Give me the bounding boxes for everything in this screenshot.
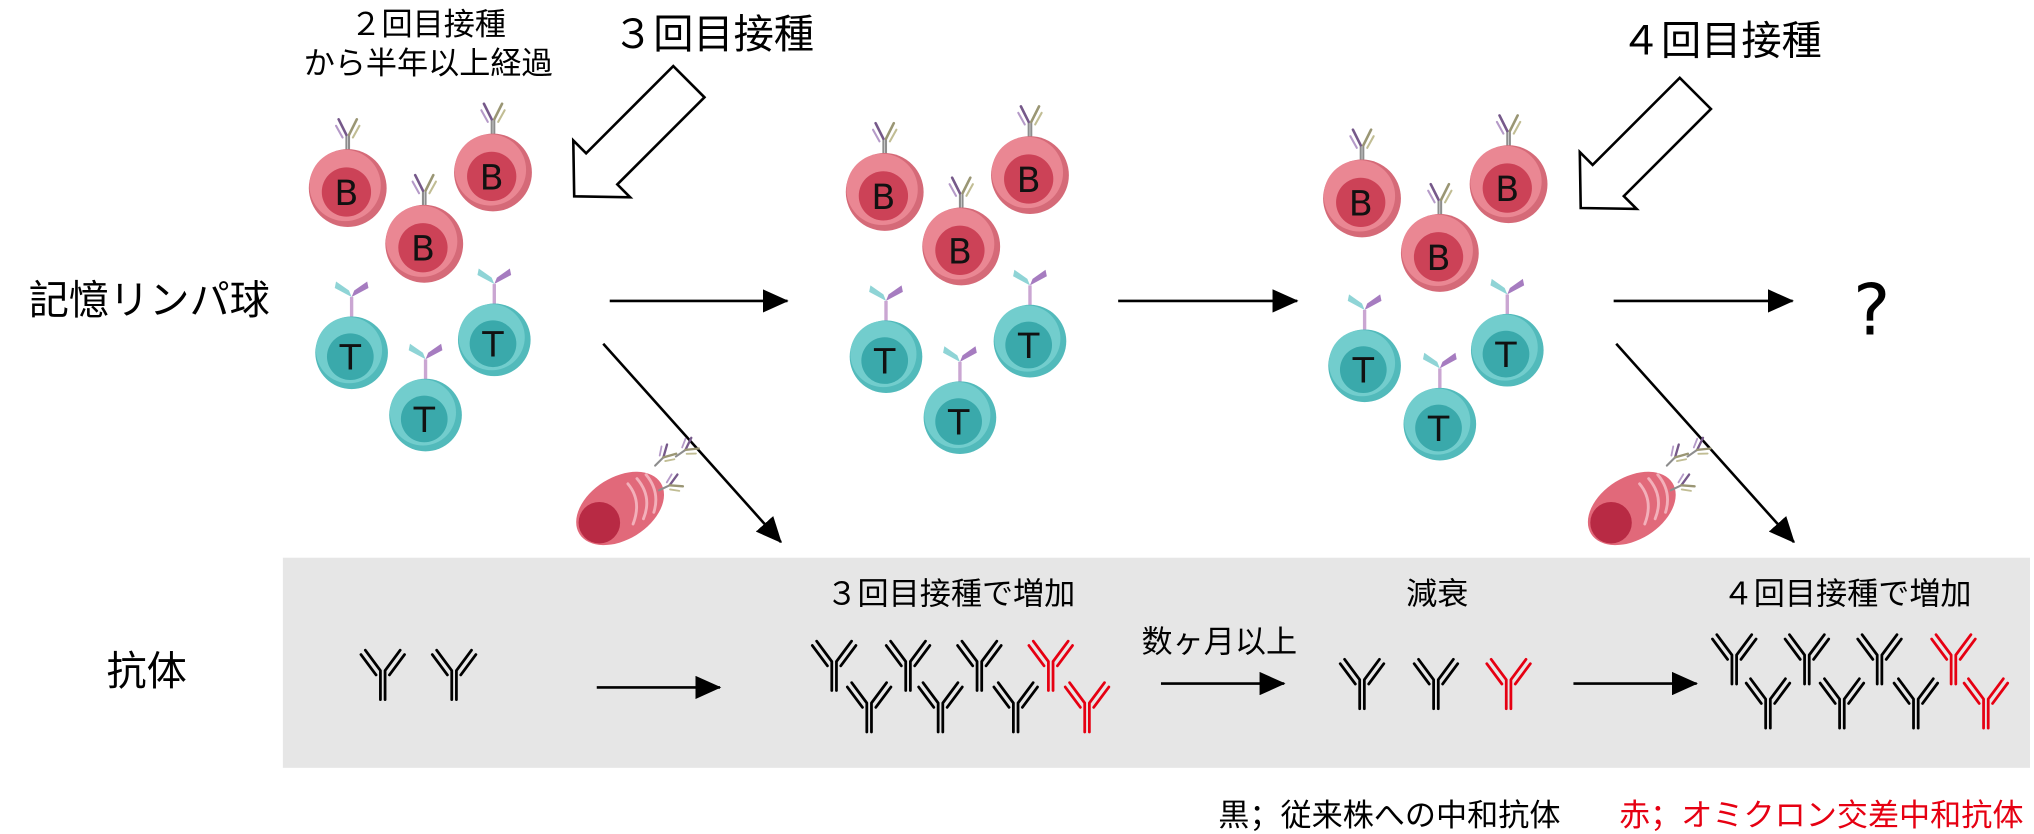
plasma-cell-icon xyxy=(1575,436,1712,561)
b-cell-receptor-icon xyxy=(480,102,506,138)
t-cell-receptor-icon xyxy=(1011,268,1049,310)
t-cell-receptor-icon xyxy=(333,279,371,321)
t-cell: T xyxy=(315,279,388,390)
b-cell-label: B xyxy=(948,231,972,272)
t-cell-label: T xyxy=(413,400,436,441)
t-cell-nucleus xyxy=(1005,321,1053,369)
b-cell-nucleus xyxy=(398,223,448,273)
antibody-production-arrow-1 xyxy=(602,342,782,544)
t-cell-receptor-icon xyxy=(406,342,445,384)
question-mark: ? xyxy=(1853,270,1890,352)
b-cell-receptor-icon xyxy=(1426,182,1453,218)
b-cell-receptor-icon xyxy=(1017,105,1043,141)
b-cell-receptor-icon xyxy=(1349,128,1375,164)
antibody-production-arrow-2 xyxy=(1615,342,1795,544)
b-cell: B xyxy=(385,173,464,283)
memory-lymphocytes-label: 記憶リンパ球 xyxy=(29,278,270,324)
b-cell-label: B xyxy=(1495,169,1519,210)
b-cell-label: B xyxy=(480,157,504,198)
b-cell: B xyxy=(845,121,924,231)
t-cell-nucleus xyxy=(469,320,517,368)
legend-red: 赤；オミクロン交差中和抗体 xyxy=(1619,798,2023,834)
antibody-band xyxy=(282,557,2030,768)
b-cell-nucleus xyxy=(935,225,985,275)
b-cell-receptor-icon xyxy=(871,121,898,157)
b-cell: B xyxy=(922,176,1001,286)
t-cell: T xyxy=(457,266,531,377)
b-cell-nucleus xyxy=(1004,154,1054,204)
t-cell-label: T xyxy=(947,403,970,444)
b-cell: B xyxy=(1469,114,1548,224)
t-cell-receptor-icon xyxy=(941,344,979,386)
t-cell-nucleus xyxy=(400,395,448,443)
b-cell-label: B xyxy=(1427,238,1451,279)
b-cell: B xyxy=(1400,182,1479,292)
lymphocyte-cluster-2: B B B T T T xyxy=(845,105,1069,454)
fourth-dose-label: ４回目接種 xyxy=(1621,18,1822,64)
t-cell-nucleus xyxy=(1415,404,1462,452)
t-cell-receptor-icon xyxy=(1346,292,1384,334)
increase-after-fourth-label: ４回目接種で増加 xyxy=(1723,576,1972,612)
b-cell-label: B xyxy=(1349,183,1373,224)
b-cell-nucleus xyxy=(321,167,372,217)
b-cell: B xyxy=(454,102,532,212)
b-cell: B xyxy=(308,118,387,227)
plasma-cell-icon xyxy=(563,436,700,561)
lymphocyte-cluster-1: B B B T T T xyxy=(308,102,532,452)
increase-after-third-label: ３回目接種で増加 xyxy=(826,576,1075,612)
b-cell: B xyxy=(1323,128,1401,238)
t-cell-nucleus xyxy=(326,333,374,381)
b-cell-nucleus xyxy=(1482,163,1532,213)
b-cell-label: B xyxy=(871,177,895,218)
t-cell: T xyxy=(1470,277,1544,387)
second-dose-label: ２回目接種 xyxy=(350,7,506,43)
b-cell-label: B xyxy=(1017,160,1041,201)
elapsed-label: から半年以上経過 xyxy=(304,46,553,82)
b-cell-label: B xyxy=(334,173,358,214)
t-cell-receptor-icon xyxy=(1488,277,1526,319)
b-cell: B xyxy=(991,105,1069,215)
t-cell: T xyxy=(389,342,462,452)
t-cell-label: T xyxy=(339,338,362,379)
t-cell-nucleus xyxy=(1339,346,1387,394)
antibody-label: 抗体 xyxy=(106,649,186,695)
lymphocyte-cluster-3: B B B T T T xyxy=(1323,114,1548,461)
t-cell: T xyxy=(993,268,1067,378)
legend-black: 黒；従来株への中和抗体 xyxy=(1218,798,1560,834)
t-cell-label: T xyxy=(1427,409,1450,450)
third-dose-label: ３回目接種 xyxy=(613,12,814,58)
t-cell: T xyxy=(1403,351,1477,461)
b-cell-receptor-icon xyxy=(1495,114,1522,150)
t-cell-nucleus xyxy=(861,337,909,384)
t-cell: T xyxy=(923,344,997,454)
t-cell-receptor-icon xyxy=(867,283,905,325)
b-cell-label: B xyxy=(411,229,435,270)
t-cell-nucleus xyxy=(935,398,982,445)
b-cell-nucleus xyxy=(1413,232,1464,282)
t-cell-nucleus xyxy=(1482,330,1530,378)
b-cell-receptor-icon xyxy=(948,176,975,212)
t-cell: T xyxy=(1328,292,1401,403)
decay-label: 減衰 xyxy=(1406,576,1468,612)
b-cell-nucleus xyxy=(858,171,909,221)
t-cell-label: T xyxy=(1494,335,1517,376)
lymphocyte-layer: B B B T T T B B B T T T B B B T T T xyxy=(308,102,1548,461)
t-cell-label: T xyxy=(1352,351,1375,392)
several-months-label: 数ヶ月以上 xyxy=(1142,624,1298,660)
t-cell-receptor-icon xyxy=(1421,351,1459,393)
b-cell-receptor-icon xyxy=(411,173,438,209)
b-cell-nucleus xyxy=(467,151,517,202)
t-cell-receptor-icon xyxy=(475,266,513,308)
t-cell: T xyxy=(849,283,923,394)
third-dose-arrow xyxy=(571,64,707,199)
b-cell-receptor-icon xyxy=(334,118,361,154)
t-cell-label: T xyxy=(1017,326,1040,367)
fourth-dose-arrow xyxy=(1578,75,1713,211)
b-cell-nucleus xyxy=(1336,177,1386,227)
t-cell-label: T xyxy=(873,342,896,383)
t-cell-label: T xyxy=(481,325,504,366)
